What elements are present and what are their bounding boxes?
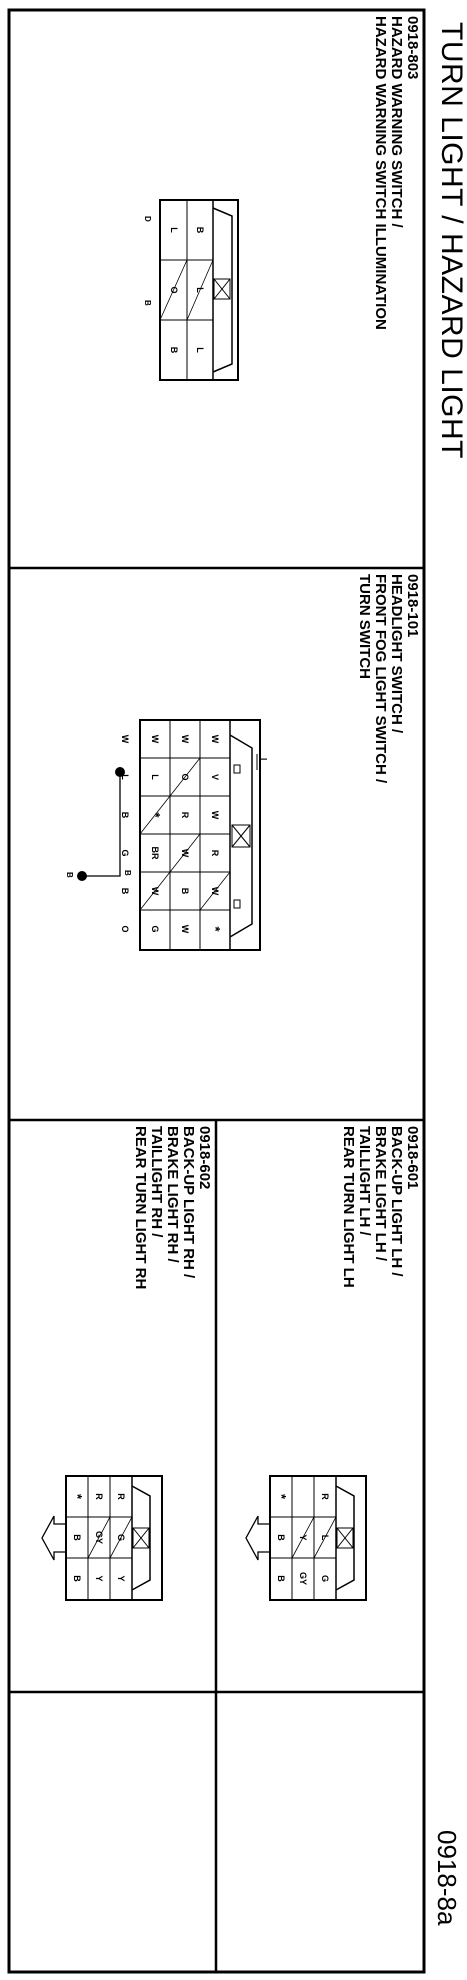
label-line: BRAKE LIGHT RH /: [164, 1126, 181, 1263]
pin-label: Y: [116, 1575, 126, 1582]
pin-label: B: [276, 1534, 286, 1541]
label-line: HAZARD WARNING SWITCH /: [388, 16, 405, 228]
pin-label: W: [210, 810, 220, 820]
connector-label-0918-601: BACK-UP LIGHT LH / BRAKE LIGHT LH / TAIL…: [340, 1126, 405, 1288]
label-line: REAR TURN LIGHT LH: [340, 1126, 357, 1288]
connector-0918-803-drawing: [159, 199, 239, 381]
pin-label: R: [320, 1493, 330, 1500]
connector-code-0918-602: 0918-602: [196, 1126, 213, 1190]
pin-label: O: [180, 773, 190, 781]
pin-label: W: [210, 734, 220, 744]
pin-label: G: [116, 1533, 126, 1541]
pin-label: L: [120, 774, 130, 780]
pin-label: W: [150, 734, 160, 744]
page-title: TURN LIGHT / HAZARD LIGHT: [435, 22, 467, 459]
pin-label: W: [210, 886, 220, 896]
pin-label: V: [210, 773, 220, 780]
pin-label: G: [320, 1574, 330, 1582]
pin-label: GY: [298, 1571, 308, 1585]
sheet-grid: [7, 8, 426, 1974]
pin-label: R: [180, 811, 190, 819]
connector-mark: B: [143, 300, 152, 306]
connector-label-0918-101: HEADLIGHT SWITCH / FRONT FOG LIGHT SWITC…: [356, 574, 405, 784]
pin-label: *: [70, 1493, 85, 1500]
pin-label: GY: [94, 1530, 104, 1544]
pin-label: G: [150, 925, 160, 933]
label-line: BACK-UP LIGHT RH /: [180, 1126, 197, 1279]
pin-label: L: [195, 287, 205, 293]
pin-label: B: [169, 346, 179, 354]
connector-mark: I: [259, 758, 268, 761]
connector-code-0918-803: 0918-803: [404, 16, 421, 80]
pin-label: O: [169, 286, 179, 294]
pin-label: B: [120, 887, 130, 895]
pin-label: O: [120, 925, 130, 933]
pin-label: L: [150, 774, 160, 780]
pin-label: B: [276, 1575, 286, 1582]
pin-label: B: [180, 887, 190, 895]
label-line: TAILLIGHT RH /: [148, 1126, 165, 1238]
pin-label: Y: [298, 1534, 308, 1541]
pin-label: Y: [94, 1575, 104, 1582]
pin-label: W: [120, 734, 130, 744]
label-line: FRONT FOG LIGHT SWITCH /: [372, 574, 389, 784]
pin-label: B: [195, 226, 205, 234]
pin-label: *: [274, 1493, 289, 1500]
pin-label: *: [148, 812, 163, 818]
pin-label: BR: [150, 846, 160, 860]
pin-label: W: [180, 734, 190, 744]
connector-label-0918-602: BACK-UP LIGHT RH / BRAKE LIGHT RH / TAIL…: [132, 1126, 197, 1290]
label-line: HEADLIGHT SWITCH /: [388, 574, 405, 734]
connector-code-0918-601: 0918-601: [404, 1126, 421, 1190]
connector-0918-602-drawing: [41, 1475, 163, 1601]
label-line: REAR TURN LIGHT RH: [132, 1126, 149, 1290]
label-line: TAILLIGHT LH /: [356, 1126, 373, 1236]
connector-0918-101-junction-dots: [77, 767, 125, 881]
label-line: HAZARD WARNING SWITCH ILLUMINATION: [372, 16, 389, 330]
connector-mark: D: [143, 216, 152, 222]
pin-label: R: [210, 849, 220, 857]
pin-label: W: [180, 924, 190, 934]
pin-label: *: [208, 926, 223, 932]
connector-mark: B: [65, 872, 74, 878]
pin-label: B: [72, 1575, 82, 1582]
page-number: 0918-8a: [432, 1830, 462, 1926]
pin-label: R: [94, 1493, 104, 1500]
connector-code-0918-101: 0918-101: [404, 574, 421, 638]
connector-0918-101-drawing: [82, 719, 261, 951]
pin-label: B: [120, 811, 130, 819]
pin-label: B: [72, 1534, 82, 1541]
pin-label: G: [120, 849, 130, 857]
connector-label-0918-803: HAZARD WARNING SWITCH / HAZARD WARNING S…: [372, 16, 405, 330]
pin-label: R: [116, 1493, 126, 1500]
connector-0918-601-drawing: [245, 1475, 367, 1601]
pin-label: W: [180, 848, 190, 858]
label-line: BRAKE LIGHT LH /: [372, 1126, 389, 1261]
label-line: TURN SWITCH: [356, 574, 373, 679]
pin-label: L: [195, 347, 205, 353]
label-line: BACK-UP LIGHT LH /: [388, 1126, 405, 1277]
pin-label: W: [150, 886, 160, 896]
pin-label: L: [169, 227, 179, 233]
pin-label: L: [320, 1534, 330, 1541]
